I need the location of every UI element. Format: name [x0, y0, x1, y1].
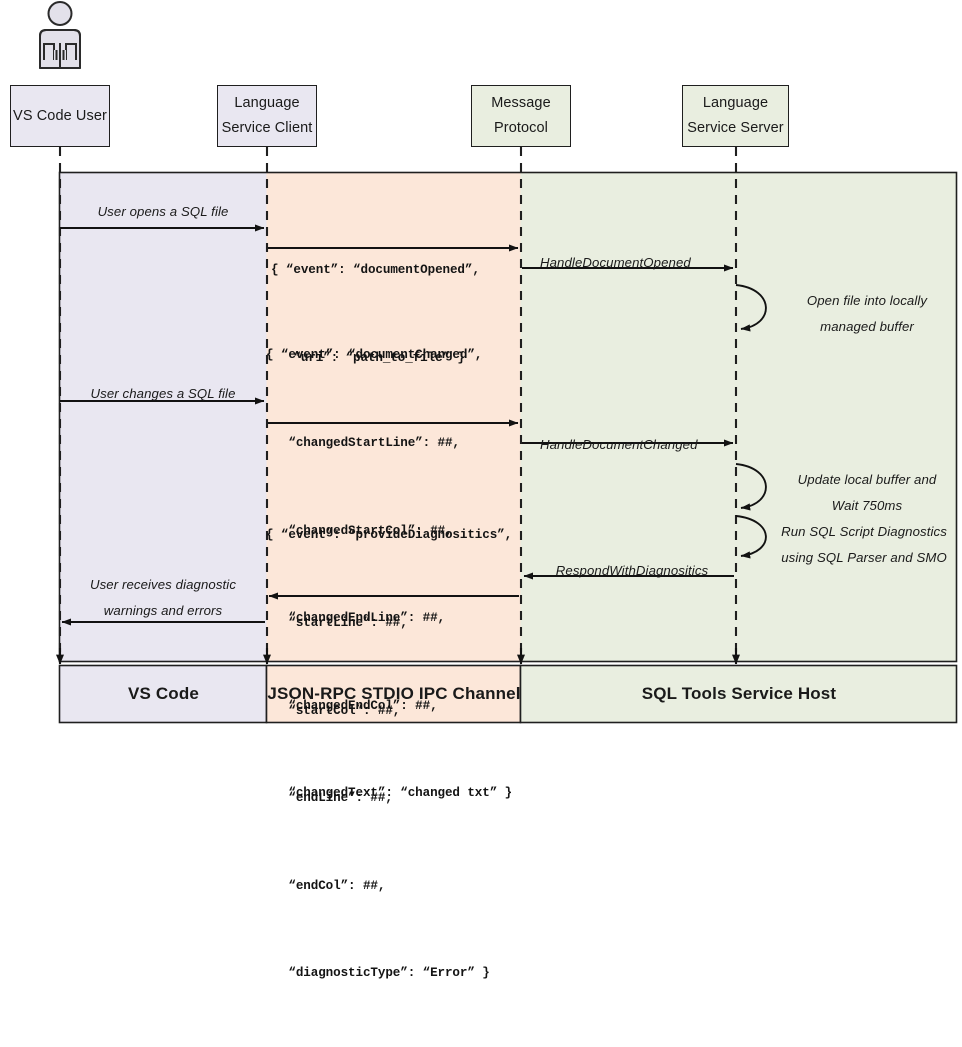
participant-label-line: VS Code User [13, 107, 107, 124]
message-label-respond-with-diagnositics: RespondWithDiagnositics [555, 563, 709, 578]
participant-label-line: Message [491, 95, 551, 112]
message-label-user-opens-sql-file: User opens a SQL file [97, 204, 229, 219]
participant-label-line: Language [234, 95, 300, 112]
participant-label-line: Service Server [687, 120, 784, 136]
diagram-canvas [39, 1, 958, 724]
sequence-diagram: VS Code User Language Service Client Mes… [10, 1, 958, 980]
lane-ipc [266, 172, 521, 662]
footer-label-sql-tools-service-host: SQL Tools Service Host [641, 684, 837, 703]
participant-language-service-client[interactable]: Language Service Client [217, 85, 317, 147]
footer-label-vs-code: VS Code [128, 684, 199, 703]
lane-host [520, 172, 957, 662]
person-actor-icon [39, 1, 81, 69]
lane-vscode [59, 172, 267, 662]
participant-vs-code-user[interactable]: VS Code User [10, 85, 110, 147]
self-loop-update-buffer-and-wait [735, 463, 767, 511]
self-message-label-update-buffer-and-wait: Update local buffer and Wait 750ms [797, 472, 937, 514]
participant-label-line: Protocol [494, 120, 548, 136]
self-message-label-open-file-into-buffer: Open file into locally managed buffer [806, 293, 928, 335]
self-loop-open-file-into-buffer [735, 284, 767, 332]
footer-band-ipc [265, 664, 522, 724]
payload-document-opened: { “event”: “documentOpened”, “uri”: “pat… [271, 263, 480, 366]
participant-label-line: Service Client [221, 120, 313, 136]
self-message-label-run-sql-script-diagnostics: Run SQL Script Diagnostics using SQL Par… [781, 524, 947, 566]
footer-band-vscode [58, 664, 268, 724]
message-label-user-changes-sql-file: User changes a SQL file [90, 386, 236, 401]
self-loop-run-sql-script-diagnostics [735, 515, 767, 559]
message-label-handle-document-changed: HandleDocumentChanged [540, 437, 698, 452]
message-band-outline [58, 171, 958, 663]
footer-band-host [519, 664, 958, 724]
message-label-handle-document-opened: HandleDocumentOpened [540, 255, 691, 270]
participant-label-line: Language [702, 95, 769, 112]
participant-message-protocol[interactable]: Message Protocol [471, 85, 571, 147]
message-label-user-receives-diagnostics: User receives diagnostic warnings and er… [89, 577, 237, 619]
footer-label-json-rpc-stdio-ipc-channel: JSON-RPC STDIO IPC Channel [267, 684, 521, 703]
payload-provide-diagnositics: { “event”: “provideDiagnositics”, “start… [266, 528, 513, 981]
participant-language-service-server[interactable]: Language Service Server [682, 85, 789, 147]
